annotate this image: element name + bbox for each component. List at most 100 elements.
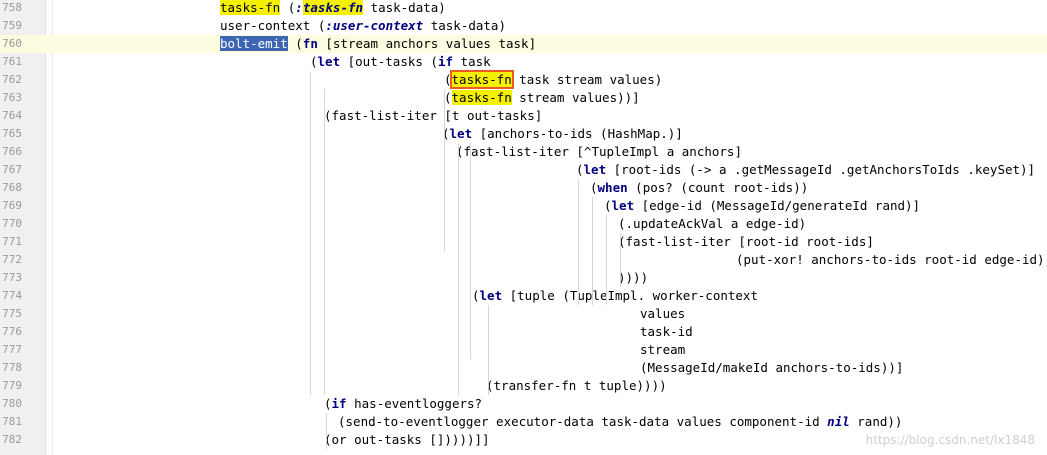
code-token: ( xyxy=(444,72,452,87)
code-token: [edge-id (MessageId/generateId rand)] xyxy=(634,198,921,213)
code-token: task-id xyxy=(640,324,693,339)
code-line[interactable]: 777 stream xyxy=(0,341,1047,359)
code-token: ( xyxy=(442,126,450,141)
line-number: 767 xyxy=(2,163,22,176)
code-token: stream xyxy=(640,342,686,357)
code-token: [root-ids (-> a .getMessageId .getAnchor… xyxy=(606,162,1036,177)
code-line[interactable]: 774 (let [tuple (TupleImpl. worker-contex… xyxy=(0,287,1047,305)
code-token: )))) xyxy=(618,270,649,285)
code-text: (transfer-fn t tuple)))) xyxy=(486,377,667,395)
code-token: task-data) xyxy=(363,0,446,15)
code-text: (fast-list-iter [t out-tasks] xyxy=(324,107,542,125)
code-text: (let [out-tasks (if task xyxy=(310,53,491,71)
code-token: (.updateAckVal a edge-id) xyxy=(618,216,807,231)
code-line[interactable]: 764 (fast-list-iter [t out-tasks] xyxy=(0,107,1047,125)
code-line[interactable]: 772 (put-xor! anchors-to-ids root-id edge… xyxy=(0,251,1047,269)
code-line[interactable]: 782 (or out-tasks []))))]] xyxy=(0,431,1047,449)
code-text: (let [anchors-to-ids (HashMap.)] xyxy=(442,125,683,143)
line-number: 770 xyxy=(2,217,22,230)
code-token: [stream anchors values task] xyxy=(317,36,537,51)
code-token: task-data) xyxy=(423,18,506,33)
line-number: 780 xyxy=(2,397,22,410)
code-token: [out-tasks ( xyxy=(340,54,438,69)
line-number: 779 xyxy=(2,379,22,392)
code-token: let xyxy=(317,54,341,69)
line-number: 773 xyxy=(2,271,22,284)
code-token: has-eventloggers? xyxy=(346,396,483,411)
code-line[interactable]: 763(tasks-fn stream values))] xyxy=(0,89,1047,107)
code-line[interactable]: 767 (let [root-ids (-> a .getMessageId .g… xyxy=(0,161,1047,179)
line-number: 771 xyxy=(2,235,22,248)
code-line[interactable]: 769 (let [edge-id (MessageId/generateId r… xyxy=(0,197,1047,215)
code-line[interactable]: 775 values xyxy=(0,305,1047,323)
code-line[interactable]: 781 (send-to-eventlogger executor-data ta… xyxy=(0,413,1047,431)
code-line[interactable]: 776 task-id xyxy=(0,323,1047,341)
code-text: (or out-tasks []))))]] xyxy=(324,431,490,449)
code-line[interactable]: 771 (fast-list-iter [root-id root-ids] xyxy=(0,233,1047,251)
indent-guide xyxy=(324,89,325,395)
code-line[interactable]: 770 (.updateAckVal a edge-id) xyxy=(0,215,1047,233)
code-line[interactable]: 780(if has-eventloggers? xyxy=(0,395,1047,413)
code-token: (pos? (count root-ids)) xyxy=(627,180,809,195)
code-text: (send-to-eventlogger executor-data task-… xyxy=(338,413,902,431)
code-line[interactable]: 765 (let [anchors-to-ids (HashMap.)] xyxy=(0,125,1047,143)
code-token: let xyxy=(583,162,607,177)
code-line[interactable]: 768(when (pos? (count root-ids)) xyxy=(0,179,1047,197)
code-token: tasks-fn xyxy=(302,0,364,15)
line-number: 765 xyxy=(2,127,22,140)
code-line[interactable]: 761 (let [out-tasks (if task xyxy=(0,53,1047,71)
code-token: [tuple (TupleImpl. worker-context xyxy=(502,288,758,303)
code-token: fn xyxy=(302,36,318,51)
code-text: )))) xyxy=(618,269,648,287)
code-token: rand)) xyxy=(849,414,903,429)
code-text: (MessageId/makeId anchors-to-ids))] xyxy=(640,359,903,377)
code-line[interactable]: 762(tasks-fn task stream values) xyxy=(0,70,1047,89)
code-text: bolt-emit (fn [stream anchors values tas… xyxy=(220,35,536,53)
code-token: (send-to-eventlogger executor-data task-… xyxy=(338,414,828,429)
line-number: 775 xyxy=(2,307,22,320)
line-number: 777 xyxy=(2,343,22,356)
code-token: bolt-emit xyxy=(220,36,288,51)
code-token: let xyxy=(611,198,635,213)
code-line[interactable]: 773)))) xyxy=(0,269,1047,287)
code-text: (fast-list-iter [root-id root-ids] xyxy=(618,233,874,251)
line-number: 761 xyxy=(2,55,22,68)
code-token: (fast-list-iter [root-id root-ids] xyxy=(618,234,874,249)
line-number: 764 xyxy=(2,109,22,122)
code-token: let xyxy=(449,126,473,141)
indent-guide xyxy=(458,143,459,395)
line-number: 776 xyxy=(2,325,22,338)
code-token: ( xyxy=(287,36,303,51)
line-number: 766 xyxy=(2,145,22,158)
fold-margin xyxy=(52,0,53,455)
code-line[interactable]: 779 (transfer-fn t tuple)))) xyxy=(0,377,1047,395)
code-token: values xyxy=(640,306,686,321)
line-number: 769 xyxy=(2,199,22,212)
line-number: 774 xyxy=(2,289,22,302)
indent-guide xyxy=(326,413,327,449)
code-line[interactable]: 778(MessageId/makeId anchors-to-ids))] xyxy=(0,359,1047,377)
line-number-gutter xyxy=(0,0,46,455)
code-token: user-context ( xyxy=(220,18,326,33)
code-line[interactable]: 766(fast-list-iter [^TupleImpl a anchors… xyxy=(0,143,1047,161)
code-text: (let [tuple (TupleImpl. worker-context xyxy=(472,287,758,305)
indent-guide xyxy=(606,215,607,305)
code-text: (let [edge-id (MessageId/generateId rand… xyxy=(604,197,920,215)
code-text: values xyxy=(640,305,685,323)
line-number: 758 xyxy=(2,1,22,14)
code-token: (put-xor! anchors-to-ids root-id edge-id… xyxy=(736,252,1047,267)
code-text: task-id xyxy=(640,323,693,341)
indent-guide xyxy=(444,89,445,251)
line-number: 772 xyxy=(2,253,22,266)
code-token: tasks-fn xyxy=(451,90,512,105)
code-token: ( xyxy=(590,180,598,195)
line-number: 781 xyxy=(2,415,22,428)
code-token: ( xyxy=(576,162,584,177)
indent-guide xyxy=(592,197,593,305)
line-number: 782 xyxy=(2,433,22,446)
code-token: task stream values) xyxy=(511,72,663,87)
